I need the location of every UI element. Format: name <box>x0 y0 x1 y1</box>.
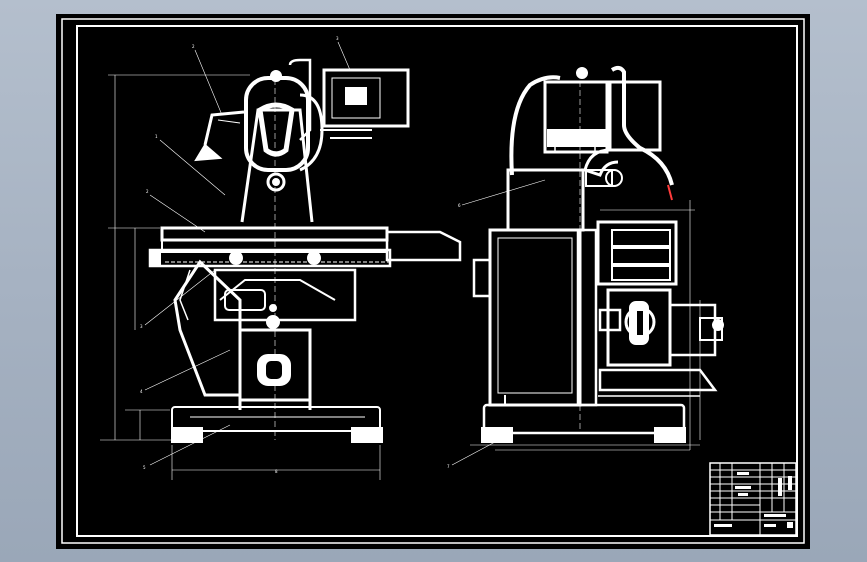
label-7: 7 <box>447 464 450 469</box>
label-6: 6 <box>458 203 461 208</box>
side-view <box>451 65 724 466</box>
label-8: 8 <box>275 469 278 474</box>
label-5: 5 <box>143 465 146 470</box>
label-2: 2 <box>146 189 149 194</box>
inner-border <box>76 25 798 537</box>
label-1: 1 <box>155 134 158 139</box>
outer-border <box>61 18 805 544</box>
label-3: 3 <box>140 324 143 329</box>
leader-labels: 2 3 1 2 3 4 5 6 7 8 <box>140 36 461 474</box>
label-4: 4 <box>140 389 143 394</box>
drawing-sheet <box>56 14 810 549</box>
front-view <box>100 41 462 480</box>
label-2-top: 2 <box>192 44 195 49</box>
title-block <box>709 462 797 536</box>
label-3-top: 3 <box>336 36 339 41</box>
